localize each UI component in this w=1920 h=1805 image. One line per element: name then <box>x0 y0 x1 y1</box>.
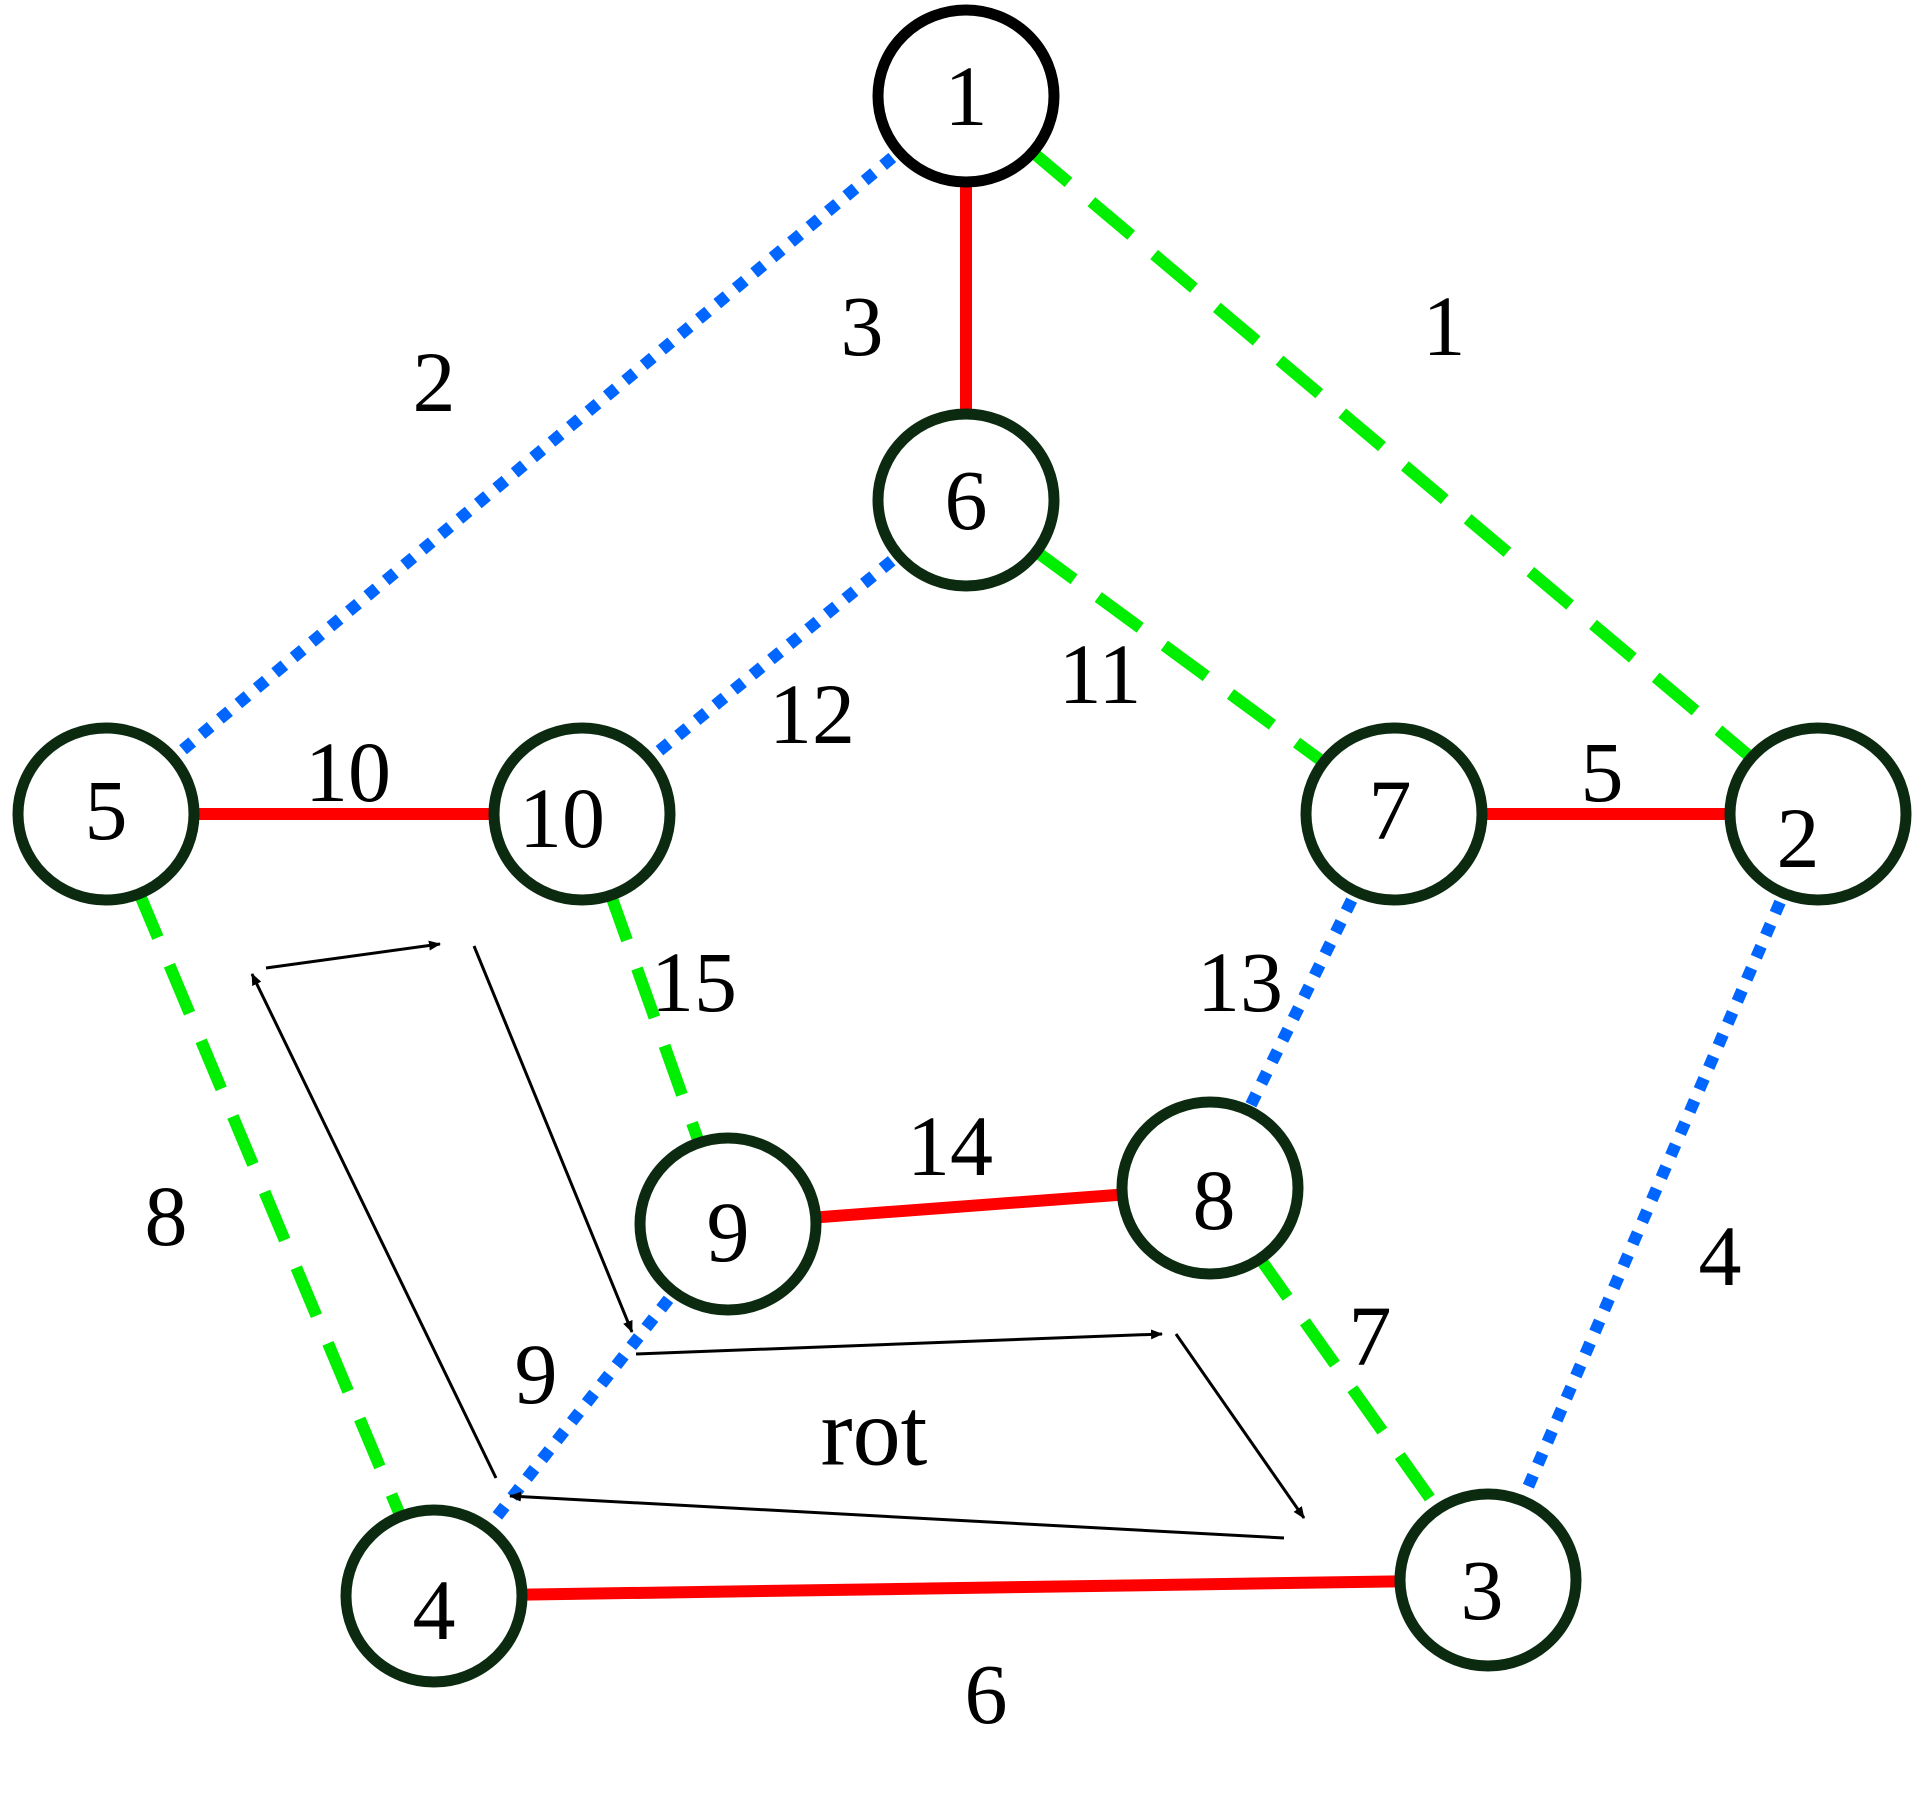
edge-weight-label: 15 <box>651 934 737 1030</box>
edge-weight-label: 1 <box>1423 278 1466 374</box>
edge-weight-label: 11 <box>1059 626 1142 722</box>
edge-1-2 <box>962 91 1822 819</box>
node-1: 1 <box>872 4 1060 188</box>
node-label: 7 <box>1369 762 1412 858</box>
node-circle <box>12 722 200 906</box>
node-label: 3 <box>1461 1542 1504 1638</box>
node-3: 3 <box>1394 1488 1582 1672</box>
node-6: 6 <box>872 408 1060 592</box>
arrow-icon-3 <box>635 1329 1163 1356</box>
node-label: 10 <box>519 770 605 866</box>
nodes-layer: 1 6 5 10 7 2 9 8 4 3 <box>12 4 1912 1688</box>
node-circle <box>872 4 1060 188</box>
edge-weight-label: 7 <box>1349 1288 1392 1384</box>
node-label: 5 <box>85 762 128 858</box>
node-circle <box>1724 722 1912 906</box>
node-label: 8 <box>1193 1152 1236 1248</box>
edge-weight-label: 3 <box>841 278 884 374</box>
edge-weight-label: 14 <box>907 1098 993 1194</box>
edge-5-4 <box>100 811 440 1599</box>
node-circle <box>1394 1488 1582 1672</box>
edges-layer <box>100 91 1824 1602</box>
arrow-icon-5 <box>509 1491 1285 1540</box>
edge-2-3 <box>1482 811 1824 1583</box>
node-label: 6 <box>945 452 988 548</box>
arrow-icon-1 <box>265 940 441 970</box>
edge-weight-label: 13 <box>1197 934 1283 1030</box>
arrow-icon-6 <box>250 973 498 1479</box>
arrow-icon-2 <box>472 945 634 1333</box>
edge-weight-label: 5 <box>1581 724 1624 820</box>
edge-4-3 <box>433 1574 1489 1602</box>
node-circle <box>1300 722 1488 906</box>
node-7: 7 <box>1300 722 1488 906</box>
edge-weight-label: 12 <box>769 666 855 762</box>
rotation-label: rot <box>821 1379 928 1486</box>
edge-weight-label: 2 <box>413 334 456 430</box>
node-circle <box>1116 1096 1304 1280</box>
edge-weight-label: 6 <box>965 1646 1008 1742</box>
node-label: 4 <box>413 1562 456 1658</box>
edge-weight-label: 9 <box>515 1326 558 1422</box>
edge-weight-label: 10 <box>305 724 391 820</box>
edge-weight-label: 8 <box>145 1168 188 1264</box>
node-circle <box>872 408 1060 592</box>
node-circle <box>340 1504 528 1688</box>
rotation-arrows <box>250 940 1306 1540</box>
node-4: 4 <box>340 1504 528 1688</box>
node-label: 2 <box>1777 790 1820 886</box>
arrow-icon-4 <box>1174 1333 1306 1519</box>
node-10: 10 <box>488 722 676 906</box>
node-9: 9 <box>634 1132 822 1316</box>
node-2: 2 <box>1724 722 1912 906</box>
node-label: 1 <box>945 48 988 144</box>
node-5: 5 <box>12 722 200 906</box>
node-8: 8 <box>1116 1096 1304 1280</box>
node-circle <box>488 722 676 906</box>
edge-weight-label: 4 <box>1699 1208 1742 1304</box>
node-label: 9 <box>707 1184 750 1280</box>
node-circle <box>634 1132 822 1316</box>
edge-1-5 <box>102 91 970 819</box>
